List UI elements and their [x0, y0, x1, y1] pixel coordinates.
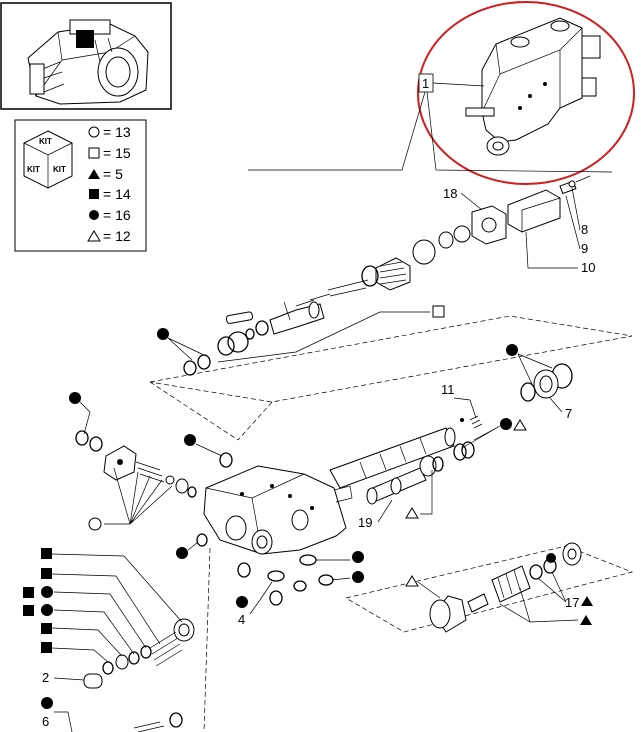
dashed-section-upper	[149, 315, 633, 403]
relief-valve-cartridge[interactable]	[429, 542, 582, 633]
legend-entry-5: = 5	[103, 166, 123, 182]
circle-filled-marker	[41, 586, 53, 598]
upper-spool-assembly[interactable]	[217, 175, 591, 356]
triangle-open-marker	[405, 507, 419, 519]
circle-filled-marker	[506, 344, 518, 356]
triangle-filled-icon	[88, 169, 100, 179]
callout-2: 2	[42, 670, 49, 685]
callout-10: 10	[581, 260, 595, 275]
legend-entry-14: = 14	[103, 186, 131, 202]
ref-1-callout[interactable]: 1	[248, 73, 613, 173]
valve-section-assembly[interactable]	[465, 17, 601, 156]
circle-filled-marker	[352, 571, 364, 583]
tractor-thumbnail[interactable]	[0, 2, 172, 110]
circle-filled-marker	[157, 328, 169, 340]
callout-7: 7	[565, 406, 572, 421]
part-4-rings[interactable]	[237, 554, 334, 606]
square-filled-marker	[23, 587, 34, 598]
triangle-open-icon	[87, 230, 101, 242]
circle-filled-marker	[236, 596, 248, 608]
kit-word-right: KIT	[53, 165, 66, 174]
circle-open-marker	[88, 517, 102, 531]
circle-filled-marker	[69, 392, 81, 404]
legend-entry-16: = 16	[103, 207, 131, 223]
triangle-open-marker	[405, 575, 419, 587]
triangle-filled-marker	[580, 615, 592, 625]
part-19-spool[interactable]	[366, 455, 444, 505]
square-open-marker	[432, 305, 445, 318]
callout-19: 19	[358, 515, 372, 530]
highlight-circle	[417, 1, 635, 185]
circle-filled-marker	[500, 418, 512, 430]
callout-6: 6	[42, 714, 49, 729]
callout-17: 17	[565, 595, 579, 610]
dashed-section-lower	[345, 545, 634, 633]
square-filled-marker	[41, 642, 52, 653]
lower-left-spring-stack[interactable]	[83, 618, 195, 689]
legend-entry-13: = 13	[103, 124, 131, 140]
callout-11: 11	[441, 382, 455, 397]
circle-filled-marker	[184, 434, 196, 446]
valve-body[interactable]	[203, 427, 456, 555]
circle-open-icon	[88, 126, 100, 138]
triangle-open-marker	[513, 419, 527, 431]
circle-filled-icon	[89, 210, 99, 220]
circle-filled-marker	[176, 547, 188, 559]
callout-4: 4	[238, 612, 245, 627]
square-filled-marker	[41, 568, 52, 579]
circle-filled-marker	[41, 604, 53, 616]
square-filled-marker	[41, 548, 52, 559]
legend-entry-15: = 15	[103, 145, 131, 161]
square-filled-icon	[89, 189, 99, 199]
part-7-assembly[interactable]	[520, 363, 573, 402]
circle-filled-marker	[41, 697, 53, 709]
legend-entry-12: = 12	[103, 228, 131, 244]
square-open-icon	[88, 147, 100, 159]
callout-18: 18	[443, 186, 457, 201]
circle-filled-marker	[352, 551, 364, 563]
triangle-filled-marker	[581, 596, 593, 606]
circle-filled-marker	[546, 553, 556, 563]
kit-word-top: KIT	[39, 137, 52, 146]
kit-cube-icon: KIT KIT KIT	[23, 130, 73, 189]
square-filled-marker	[23, 605, 34, 616]
callout-9: 9	[581, 241, 588, 256]
square-filled-marker	[41, 623, 52, 634]
callout-8: 8	[581, 222, 588, 237]
kit-word-left: KIT	[27, 165, 40, 174]
kit-legend: KIT KIT KIT = 13 = 15 = 5 = 14 = 16 = 12	[14, 119, 147, 252]
detent-assembly[interactable]	[103, 445, 197, 498]
callout-1: 1	[422, 76, 429, 91]
